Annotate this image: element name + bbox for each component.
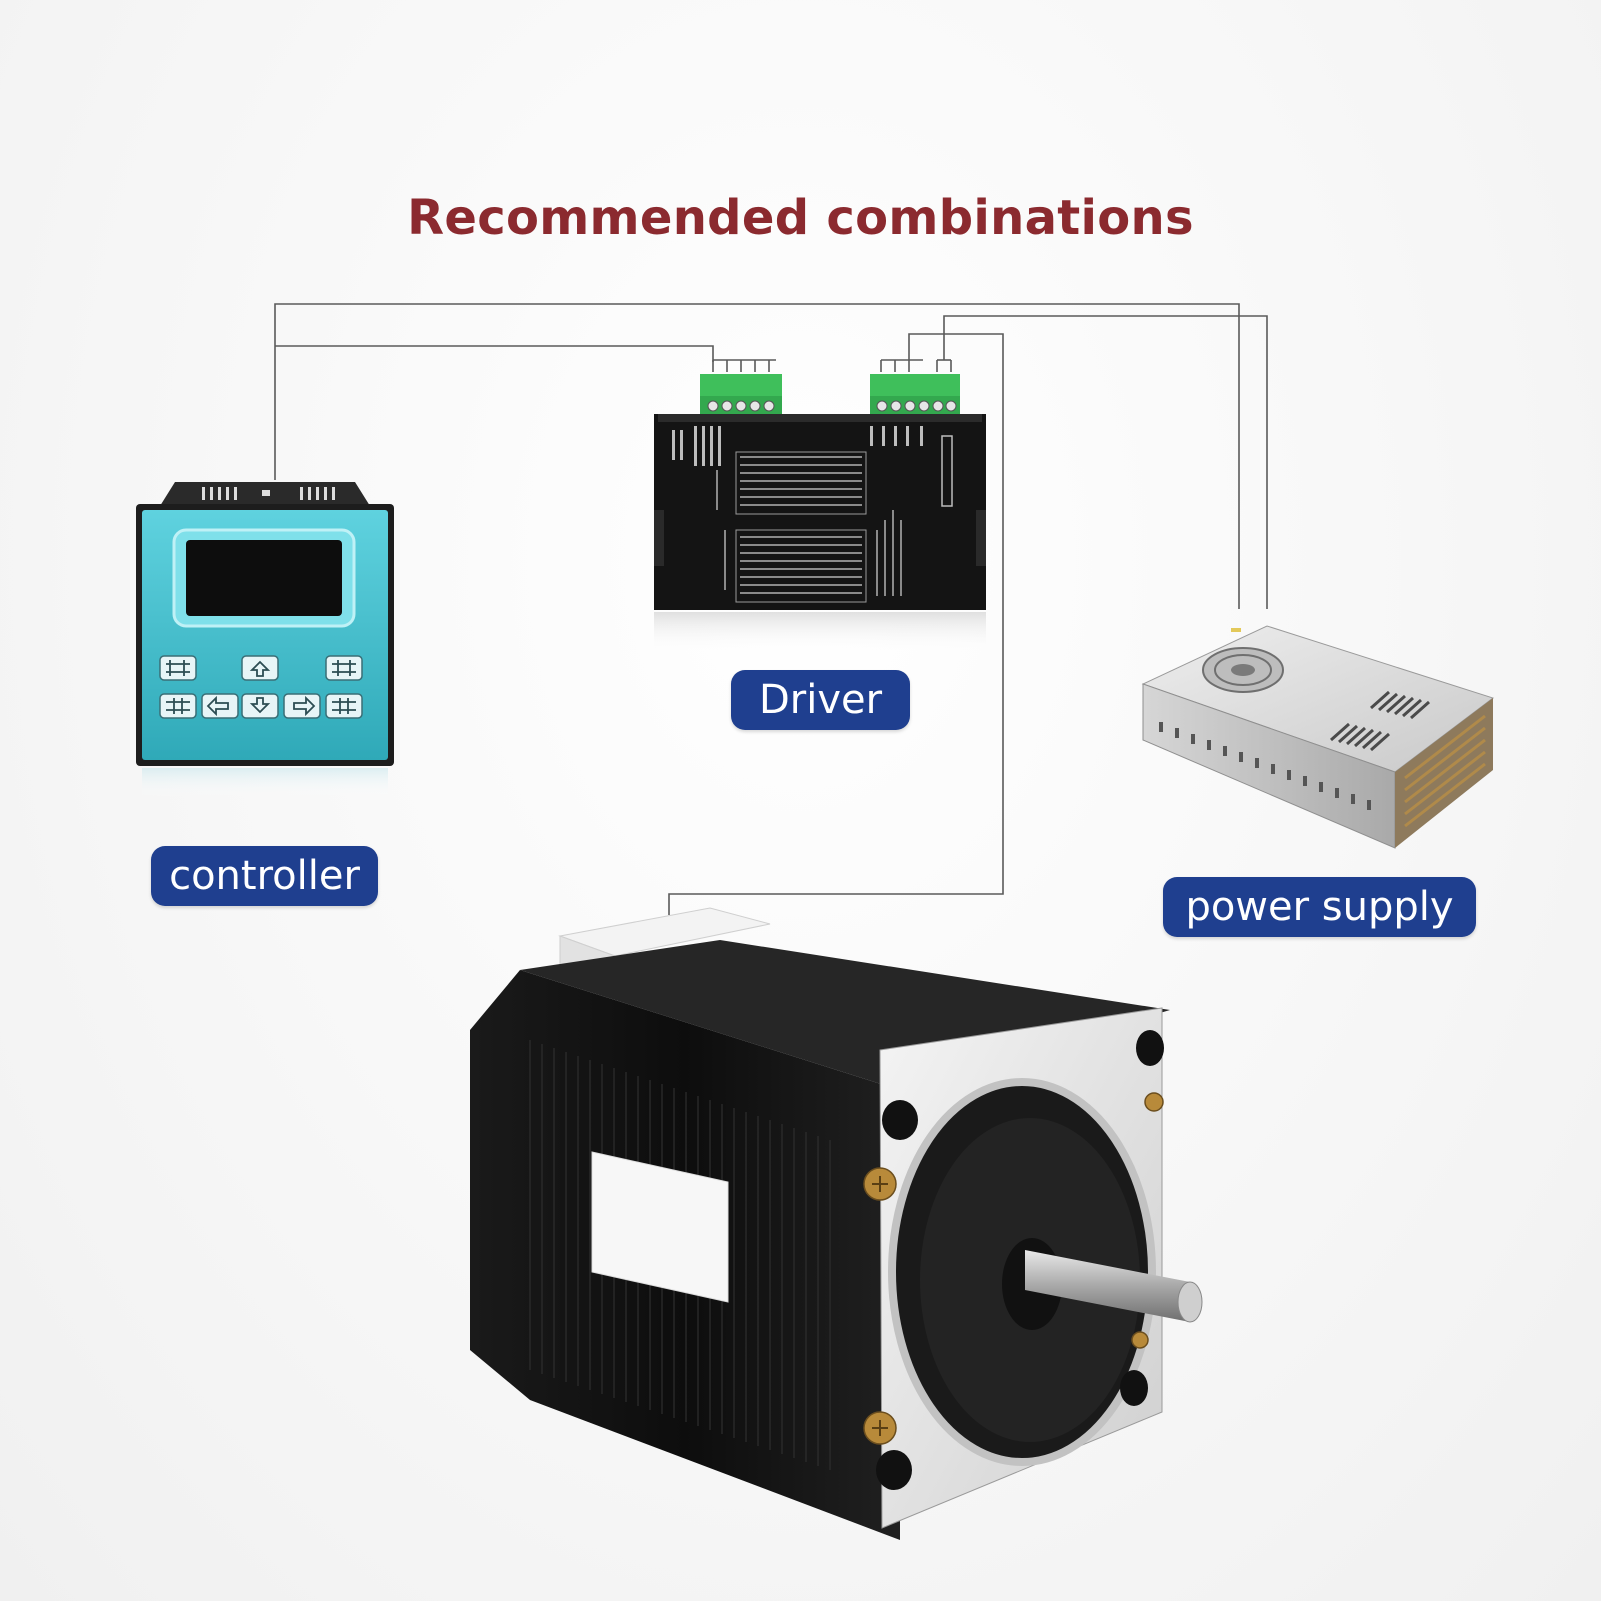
driver-output-terminal [870, 374, 960, 416]
wire-driver-motor [668, 333, 1004, 915]
controller-label: controller [151, 846, 378, 906]
wire-controller-driver [275, 345, 714, 360]
wire-controller-top [274, 303, 1240, 609]
driver-device [654, 374, 986, 652]
power-supply-label: power supply [1163, 877, 1476, 937]
diagram-title: Recommended combinations [407, 190, 1194, 246]
wire-driver-power [943, 315, 1268, 609]
controller-device [136, 482, 394, 798]
driver-input-terminal [700, 374, 782, 416]
power-supply-device [1141, 625, 1495, 849]
stepper-motor [470, 907, 1203, 1540]
driver-label: Driver [731, 670, 910, 730]
